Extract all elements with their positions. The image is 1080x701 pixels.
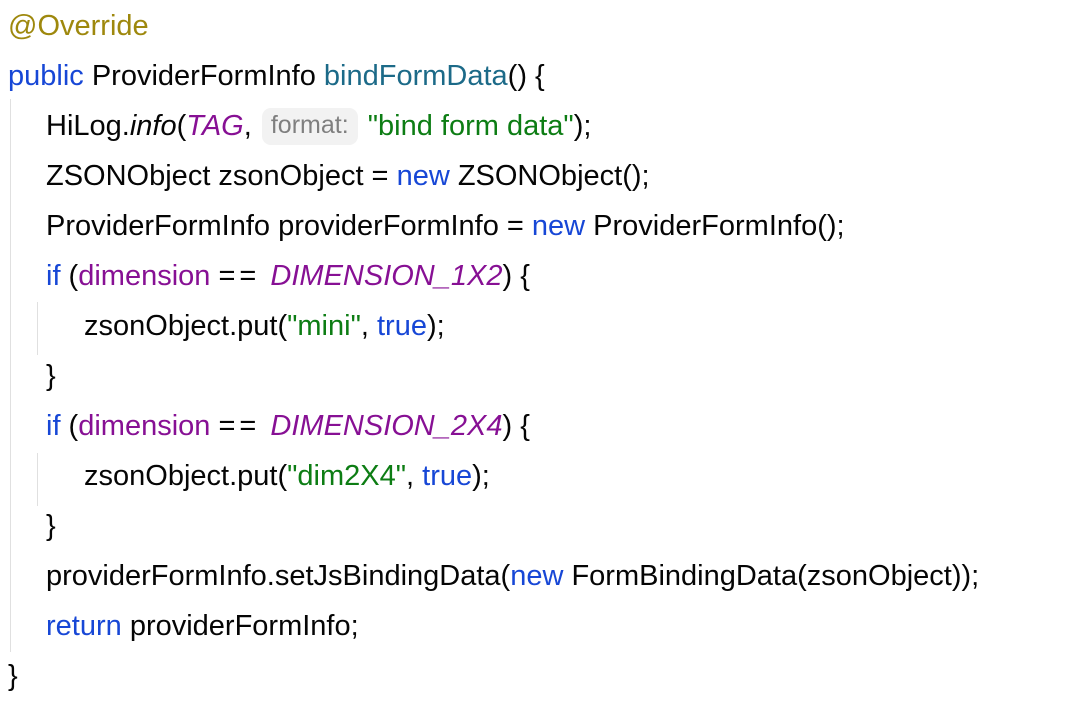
operator-token: == — [218, 259, 261, 292]
code-token: ProviderFormInfo providerFormInfo = — [46, 209, 532, 242]
keyword-token: if — [46, 259, 61, 292]
string-token: "mini" — [287, 309, 361, 342]
code-token — [262, 410, 270, 443]
constant-token: DIMENSION_2X4 — [270, 409, 503, 442]
parameter-name-hint: format: — [261, 107, 358, 145]
code-line[interactable]: ProviderFormInfo providerFormInfo = new … — [0, 201, 1080, 251]
keyword-token: if — [46, 409, 61, 442]
code-line[interactable]: if (dimension == DIMENSION_2X4) { — [0, 401, 1080, 451]
code-token: , — [360, 309, 377, 342]
code-token: } — [46, 359, 56, 392]
code-token: ZSONObject(); — [449, 159, 650, 192]
code-token: zsonObject.put( — [84, 309, 288, 342]
code-token: ); — [426, 309, 445, 342]
code-token: ( — [60, 259, 79, 292]
method-name-token: bindFormData — [323, 59, 508, 92]
code-token: , — [243, 109, 260, 142]
code-token: zsonObject.put( — [84, 459, 288, 492]
indent-guide — [37, 453, 38, 506]
annotation-token: @Override — [8, 9, 149, 42]
code-token: ) { — [502, 409, 530, 442]
keyword-token: new — [510, 559, 564, 592]
code-token — [210, 410, 218, 443]
code-token: ( — [176, 109, 187, 142]
code-token: ZSONObject zsonObject = — [46, 159, 397, 192]
code-line[interactable]: } — [0, 651, 1080, 701]
code-line[interactable]: return providerFormInfo; — [0, 601, 1080, 651]
code-line[interactable]: ZSONObject zsonObject = new ZSONObject()… — [0, 151, 1080, 201]
keyword-token: true — [377, 309, 427, 342]
indent-guide — [10, 99, 11, 652]
code-line[interactable]: zsonObject.put("dim2X4", true); — [0, 451, 1080, 501]
constant-token: TAG — [186, 109, 244, 142]
code-token — [262, 260, 270, 293]
field-token: dimension — [78, 409, 211, 442]
string-token: "dim2X4" — [287, 459, 407, 492]
code-token: providerFormInfo.setJsBindingData( — [46, 559, 511, 592]
code-token — [210, 260, 218, 293]
code-token: FormBindingData(zsonObject)); — [563, 559, 980, 592]
indent-guide — [37, 302, 38, 355]
code-line[interactable]: zsonObject.put("mini", true); — [0, 301, 1080, 351]
operator-token: == — [218, 409, 261, 442]
keyword-token: public — [8, 59, 84, 92]
code-token: ProviderFormInfo(); — [585, 209, 845, 242]
code-token: , — [406, 459, 423, 492]
string-token: "bind form data" — [367, 109, 574, 142]
code-token: } — [46, 509, 56, 542]
code-token: ( — [60, 409, 79, 442]
constant-token: DIMENSION_1X2 — [270, 259, 503, 292]
code-line[interactable]: } — [0, 501, 1080, 551]
code-token: ) { — [502, 259, 530, 292]
code-token: ProviderFormInfo — [83, 59, 324, 92]
code-token: } — [8, 659, 18, 692]
code-token: providerFormInfo; — [121, 609, 359, 642]
code-token — [360, 110, 368, 143]
code-token: info — [129, 109, 177, 142]
code-token: ); — [573, 109, 592, 142]
field-token: dimension — [78, 259, 211, 292]
keyword-token: new — [531, 209, 586, 242]
keyword-token: true — [422, 459, 473, 492]
code-line[interactable]: HiLog.info(TAG, format: "bind form data"… — [0, 101, 1080, 151]
keyword-token: new — [396, 159, 450, 192]
code-line[interactable]: public ProviderFormInfo bindFormData() { — [0, 51, 1080, 101]
code-line[interactable]: if (dimension == DIMENSION_1X2) { — [0, 251, 1080, 301]
code-line[interactable]: } — [0, 351, 1080, 401]
code-token: HiLog. — [46, 109, 130, 142]
code-line[interactable]: providerFormInfo.setJsBindingData(new Fo… — [0, 551, 1080, 601]
code-token: ); — [472, 459, 490, 492]
keyword-token: return — [46, 609, 122, 642]
code-token: () { — [507, 59, 545, 92]
code-line[interactable]: @Override — [0, 1, 1080, 51]
